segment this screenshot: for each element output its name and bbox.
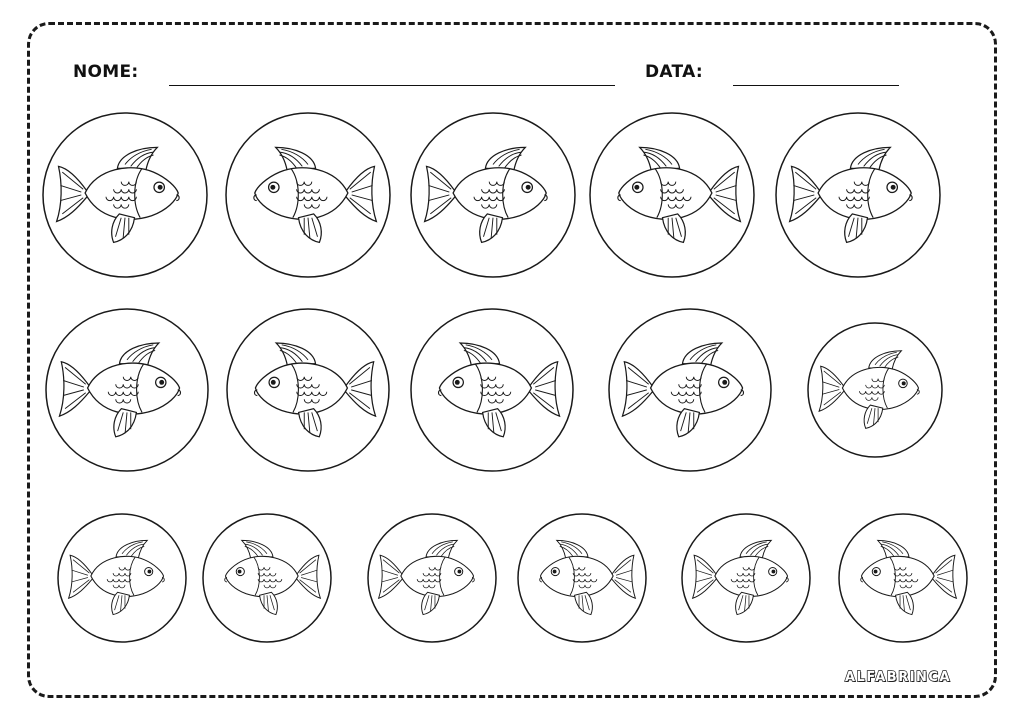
fish-badge[interactable] — [608, 308, 772, 472]
fish-badge[interactable] — [589, 112, 755, 278]
fish-badge[interactable] — [45, 308, 209, 472]
brand-logo-text: ALFABRINCA — [844, 669, 952, 685]
date-write-line[interactable] — [733, 85, 899, 86]
fish-badge[interactable] — [410, 308, 574, 472]
fish-badge[interactable] — [838, 513, 968, 643]
fish-badge[interactable] — [681, 513, 811, 643]
fish-badge[interactable] — [517, 513, 647, 643]
fish-badge[interactable] — [226, 308, 390, 472]
fish-badge[interactable] — [57, 513, 187, 643]
fish-badge[interactable] — [775, 112, 941, 278]
fish-badge[interactable] — [42, 112, 208, 278]
fish-badge[interactable] — [807, 322, 943, 458]
fish-badge[interactable] — [367, 513, 497, 643]
name-label: NOME: — [73, 62, 139, 82]
worksheet-border — [27, 22, 997, 698]
date-label: DATA: — [645, 62, 703, 82]
fish-badge[interactable] — [410, 112, 576, 278]
name-write-line[interactable] — [169, 85, 615, 86]
fish-badge[interactable] — [202, 513, 332, 643]
fish-badge[interactable] — [225, 112, 391, 278]
